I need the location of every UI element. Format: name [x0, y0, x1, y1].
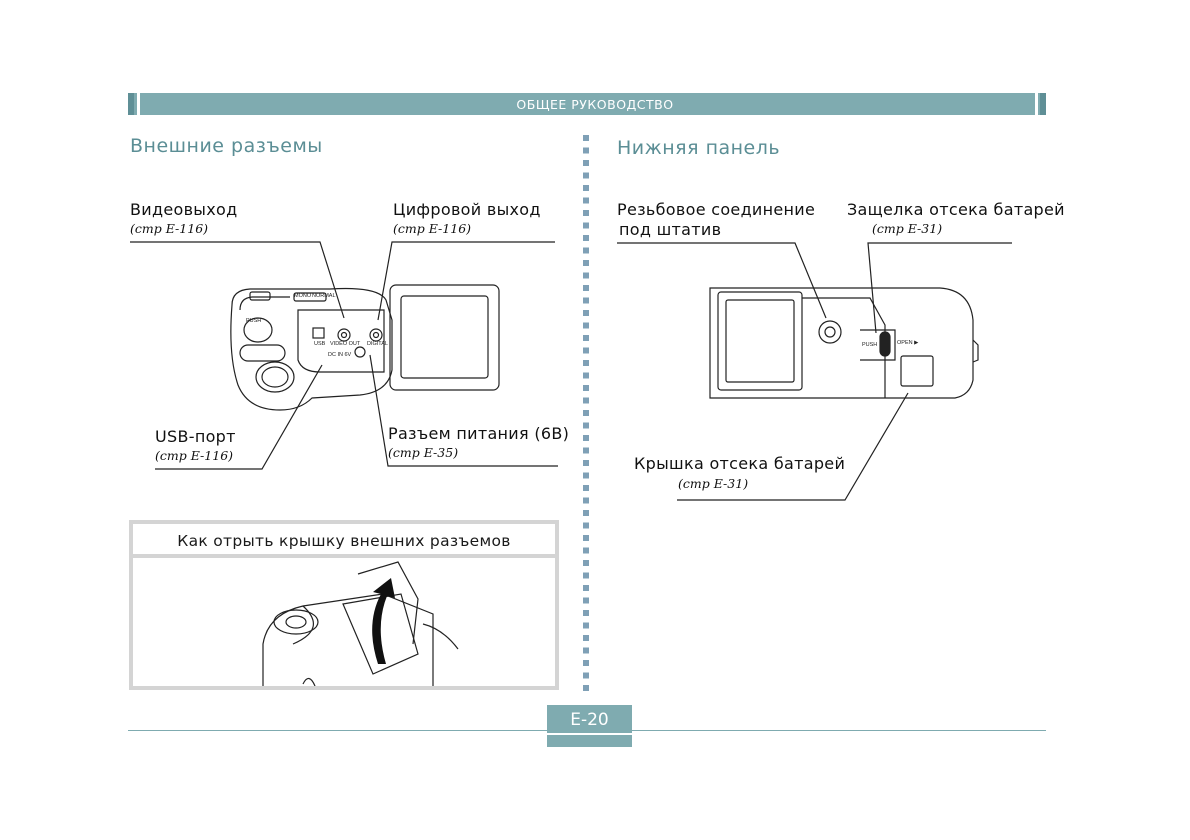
caption-title: Как отрыть крышку внешних разъемов [133, 524, 555, 558]
usb-ref: (стр E-116) [155, 448, 234, 463]
page-number-gap [547, 733, 632, 735]
divider-dot [583, 447, 589, 454]
divider-dot [583, 560, 589, 566]
divider-dot [583, 260, 589, 266]
dc-in-text: DC IN 6V [328, 352, 352, 358]
digital-out-label: Цифровой выход [393, 200, 541, 219]
divider-dot [583, 322, 589, 329]
latch-ref: (стр E-31) [872, 221, 943, 236]
divider-dot [583, 135, 589, 141]
divider-dot [583, 622, 589, 629]
tripod-label-2: под штатив [619, 220, 722, 239]
latch-label: Защелка отсека батарей [847, 200, 1065, 219]
divider-dot [583, 547, 589, 554]
divider-dot [583, 372, 589, 379]
divider-dot [583, 435, 589, 441]
usb-port-text: USB [314, 341, 326, 347]
divider-dot [583, 385, 589, 391]
divider-dot [583, 647, 589, 654]
divider-dot [583, 335, 589, 341]
digital-text: DIGITAL [367, 341, 388, 347]
divider-dot [583, 497, 589, 504]
latch-open-text: OPEN ▶ [897, 340, 919, 346]
power-label: Разъем питания (6В) [388, 424, 570, 443]
divider-dot [583, 572, 589, 579]
header-title: ОБЩЕЕ РУКОВОДСТВО [516, 97, 674, 112]
divider-dot [583, 510, 589, 516]
divider-dot [583, 597, 589, 604]
divider-dot [583, 272, 589, 279]
mono-text: MONO [294, 293, 312, 299]
video-out-ref: (стр E-116) [130, 221, 209, 236]
divider-dot [583, 347, 589, 354]
latch-push-text: PUSH [862, 342, 877, 348]
divider-dot [583, 197, 589, 204]
open-cover-illustration [262, 561, 459, 686]
divider-dot [583, 522, 589, 529]
footer-line-right [632, 730, 1046, 731]
divider-dot [583, 160, 589, 166]
video-out-text: VIDEO OUT [330, 341, 361, 347]
divider-dot [583, 610, 589, 616]
header-right-block [1040, 93, 1046, 115]
column-divider [583, 135, 589, 691]
divider-dot [583, 410, 589, 416]
divider-dot [583, 360, 589, 366]
video-out-label: Видеовыход [130, 200, 238, 219]
divider-dot [583, 222, 589, 229]
divider-dot [583, 422, 589, 429]
divider-dot [583, 297, 589, 304]
divider-dot [583, 672, 589, 679]
divider-dot [583, 660, 589, 666]
divider-dot [583, 535, 589, 541]
page-number-box [547, 705, 632, 747]
divider-dot [583, 247, 589, 254]
divider-dot [583, 310, 589, 316]
divider-dot [583, 397, 589, 404]
caption-box: Как отрыть крышку внешних разъемов [129, 520, 559, 690]
divider-dot [583, 635, 589, 641]
arrow-icon [372, 578, 395, 664]
header-bar [128, 93, 1046, 115]
cover-ref: (стр E-31) [678, 476, 749, 491]
divider-dot [583, 460, 589, 466]
cover-label: Крышка отсека батарей [634, 454, 846, 473]
left-section-title: Внешние разъемы [130, 135, 323, 157]
divider-dot [583, 585, 589, 591]
right-section-title: Нижняя панель [617, 137, 781, 159]
power-ref: (стр E-35) [388, 445, 459, 460]
divider-dot [583, 472, 589, 479]
tripod-label: Резьбовое соединение [617, 200, 816, 219]
divider-dot [583, 235, 589, 241]
divider-dot [583, 685, 589, 691]
divider-dot [583, 285, 589, 291]
push-text: PUSH [246, 318, 261, 324]
header-right-gap [1035, 93, 1038, 115]
footer-line-left [128, 730, 548, 731]
page-number: E-20 [570, 710, 609, 730]
divider-dot [583, 485, 589, 491]
header-left-gap [137, 93, 140, 115]
divider-dot [583, 210, 589, 216]
header-left-block [128, 93, 134, 115]
normal-text: NORMAL [312, 293, 336, 299]
divider-dot [583, 172, 589, 179]
divider-dot [583, 147, 589, 154]
usb-label: USB-порт [155, 427, 236, 446]
digital-out-ref: (стр E-116) [393, 221, 472, 236]
divider-dot [583, 185, 589, 191]
